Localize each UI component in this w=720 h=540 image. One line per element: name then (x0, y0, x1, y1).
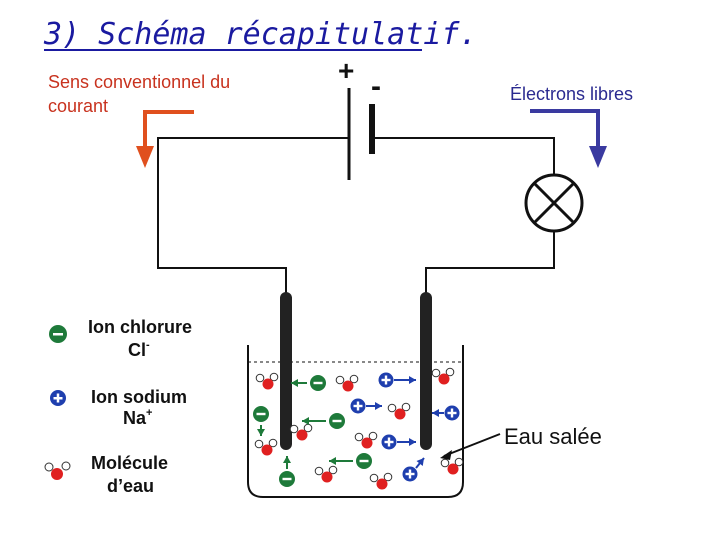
water-molecule-icon (314, 465, 338, 483)
battery: + - (338, 55, 381, 180)
ion-motion-arrow-icon (397, 438, 416, 446)
callout-line (443, 433, 501, 457)
chloride-ion-icon (310, 375, 326, 391)
current-label-line1: Sens conventionnel du (48, 72, 230, 92)
water-molecule-icon (289, 423, 313, 441)
chloride-ion-icon (279, 471, 295, 487)
callout-eau-salee: Eau salée (504, 424, 602, 449)
water-molecule-icon (440, 457, 464, 475)
water-molecule-icon (387, 402, 411, 420)
sodium-ion-icon (402, 466, 418, 482)
current-label-line2: courant (48, 96, 108, 116)
legend-water-label-line1: Molécule (91, 453, 168, 473)
sodium-ion-icon (378, 372, 394, 388)
legend: Ion chlorure Cl- Ion sodium Na+ Molécule… (44, 317, 192, 496)
page-title: 3) Schéma récapitulatif. (43, 17, 477, 52)
water-molecule-icon (369, 472, 393, 490)
ion-motion-arrow-icon (366, 402, 382, 410)
ion-motion-arrow-icon (394, 376, 416, 384)
sodium-ion-icon (444, 405, 460, 421)
ion-motion-arrow-icon (432, 409, 444, 417)
legend-sodium-label: Ion sodium (91, 387, 187, 407)
chloride-ion-icon (329, 413, 345, 429)
chloride-ion-icon (253, 406, 269, 422)
legend-chloride-symbol: Cl- (128, 339, 150, 360)
water-molecule-icon (255, 372, 279, 390)
ion-motion-arrow-icon (329, 457, 353, 465)
ion-motion-arrow-icon (415, 457, 425, 469)
callout-arrowhead-icon (440, 450, 452, 460)
beaker (247, 345, 464, 498)
battery-minus: - (371, 70, 381, 103)
legend-sodium-symbol: Na+ (123, 407, 152, 428)
ion-motion-arrow-icon (291, 379, 307, 387)
legend-chloride-icon (49, 325, 67, 343)
chloride-ion-icon (356, 453, 372, 469)
electron-arrow-icon (530, 109, 607, 168)
water-molecule-icon (354, 431, 378, 449)
lamp-icon (524, 173, 584, 233)
ions-and-molecules (253, 367, 464, 490)
circuit-wires (157, 137, 555, 300)
battery-plus: + (338, 55, 354, 86)
legend-sodium-icon (50, 390, 66, 406)
water-molecule-icon (335, 374, 359, 392)
water-molecule-icon (431, 367, 455, 385)
anode-electrode (280, 292, 292, 450)
sodium-ion-icon (381, 434, 397, 450)
electrons-label: Électrons libres (510, 84, 633, 104)
ion-motion-arrow-icon (283, 456, 291, 469)
legend-water-label-line2: d’eau (107, 476, 154, 496)
ion-motion-arrow-icon (257, 425, 265, 436)
current-arrow-icon (136, 110, 194, 168)
legend-water-icon (44, 461, 71, 480)
ion-motion-arrow-icon (302, 417, 326, 425)
cathode-electrode (420, 292, 432, 450)
water-molecule-icon (254, 438, 278, 456)
sodium-ion-icon (350, 398, 366, 414)
legend-chloride-label: Ion chlorure (88, 317, 192, 337)
